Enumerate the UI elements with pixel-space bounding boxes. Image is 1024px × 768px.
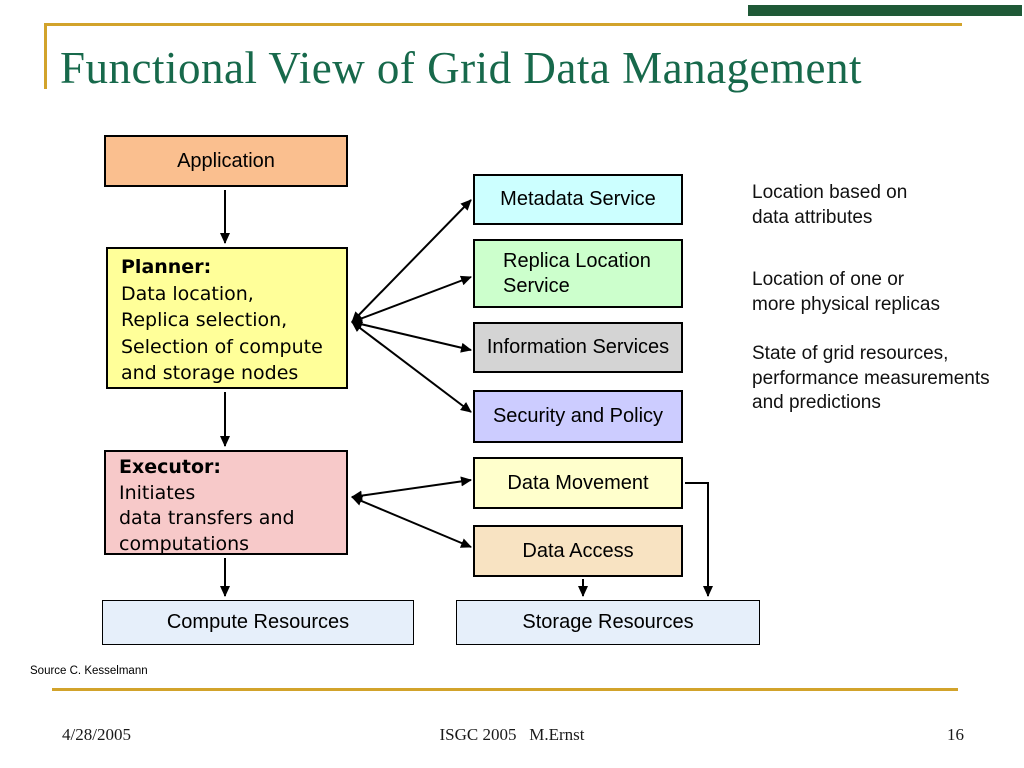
footer-page-number: 16	[947, 725, 964, 744]
node-planner-line: Replica selection,	[121, 309, 288, 331]
node-executor-line: data transfers and	[119, 507, 295, 529]
node-planner-line: and storage nodes	[121, 362, 299, 384]
node-executor: Executor: Initiates data transfers and c…	[104, 450, 348, 555]
annotation-line: data attributes	[752, 206, 873, 228]
node-storage-resources: Storage Resources	[456, 600, 760, 645]
node-planner-line: Data location,	[121, 282, 254, 305]
node-compute-resources: Compute Resources	[102, 600, 414, 645]
node-replica-location-service-label: Replica Location Service	[503, 249, 651, 297]
node-application: Application	[104, 135, 348, 187]
node-security-and-policy-label: Security and Policy	[492, 405, 664, 427]
annotation-line: more physical replicas	[752, 293, 940, 315]
source-note: Source C. Kesselmann	[30, 665, 148, 677]
node-compute-resources-label: Compute Resources	[166, 611, 350, 633]
node-planner-line: Selection of compute	[121, 335, 323, 358]
node-executor-heading: Executor:	[119, 456, 222, 478]
node-data-access-label: Data Access	[522, 539, 634, 562]
node-planner: Planner: Data location, Replica selectio…	[106, 247, 348, 389]
annotation-line: Location of one or	[752, 269, 905, 290]
node-storage-resources-label: Storage Resources	[522, 611, 694, 633]
node-information-services-label: Information Services	[486, 336, 670, 358]
node-data-access: Data Access	[473, 525, 683, 577]
node-information-services: Information Services	[473, 322, 683, 373]
gold-line-bottom	[52, 688, 958, 691]
top-green-bar	[748, 5, 1022, 16]
annotation-metadata: Location based on data attributes	[752, 181, 907, 230]
node-data-movement: Data Movement	[473, 457, 683, 509]
annotation-information: State of grid resources, performance mea…	[752, 342, 990, 416]
annotation-line: performance measurements	[752, 367, 990, 389]
gold-line-top	[44, 23, 962, 26]
node-replica-location-service: Replica Location Service	[473, 239, 683, 308]
node-executor-line: Initiates	[119, 481, 196, 504]
gold-line-left	[44, 23, 47, 89]
node-application-label: Application	[177, 149, 275, 172]
footer-date: 4/28/2005	[62, 725, 131, 744]
node-security-and-policy: Security and Policy	[473, 390, 683, 443]
node-metadata-service-label: Metadata Service	[500, 188, 656, 210]
slide-title: Functional View of Grid Data Management	[60, 43, 863, 93]
footer-event-author: ISGC 2005 M.Ernst	[439, 725, 585, 744]
node-planner-heading: Planner:	[121, 256, 212, 278]
node-executor-line: computations	[119, 532, 250, 555]
annotation-line: and predictions	[752, 392, 881, 413]
annotation-line: Location based on	[752, 182, 908, 203]
node-metadata-service: Metadata Service	[473, 174, 683, 225]
node-data-movement-label: Data Movement	[507, 471, 649, 494]
annotation-replica: Location of one or more physical replica…	[752, 268, 940, 317]
annotation-line: State of grid resources,	[752, 343, 949, 364]
